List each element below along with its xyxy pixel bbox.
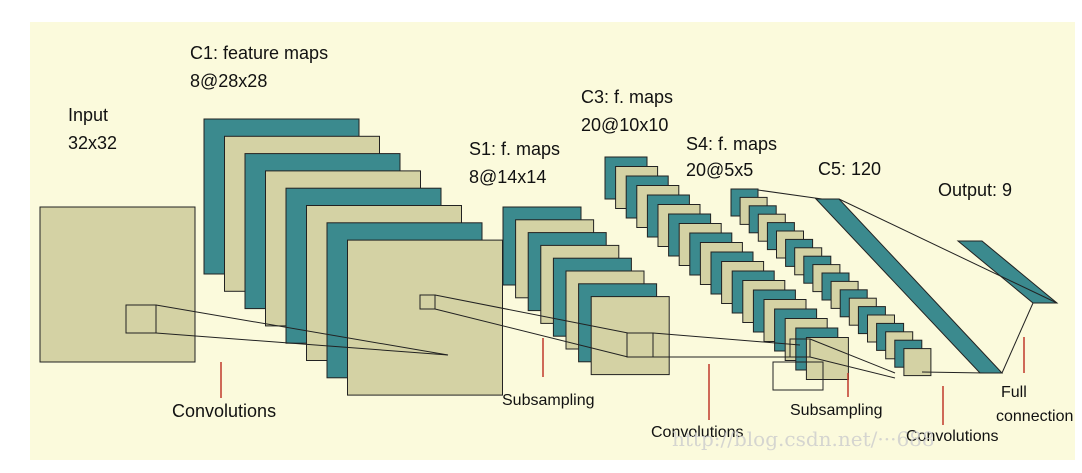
c3-title: C3: f. maps [581, 87, 673, 107]
c3-receptive-field [789, 338, 811, 358]
input-layer-stack [39, 206, 196, 363]
s1-map-8 [590, 296, 670, 376]
sub1-line-bottom [434, 308, 629, 358]
watermark-text: http://blog.csdn.net/···688 [672, 427, 935, 451]
conv2-line-top [652, 332, 801, 346]
s4-feature-maps-stack [730, 188, 932, 377]
c3-map-20 [805, 337, 849, 380]
op-subsampling-1: Subsampling [502, 392, 595, 409]
operation-markers [220, 337, 1025, 425]
s1-feature-maps-stack [502, 206, 670, 376]
c1-map-8 [347, 239, 503, 396]
input-receptive-field [125, 304, 157, 334]
op-convolutions-2: Convolutions [651, 424, 744, 441]
sub2-line-bottom [809, 356, 896, 379]
op-full-connection-line2: connection [996, 408, 1073, 425]
input-size: 32x32 [68, 133, 117, 153]
full-line-top [838, 198, 1058, 304]
c3-input-receptive-field [626, 332, 654, 358]
c3-feature-maps-stack [604, 156, 849, 380]
c1-size: 8@28x28 [190, 71, 267, 91]
op-full-connection-line1: Full [1001, 384, 1027, 401]
op-subsampling-2: Subsampling [790, 402, 883, 419]
full-line-bottom [1001, 302, 1034, 374]
conv3-line-top [757, 189, 823, 200]
c1-title: C1: feature maps [190, 43, 328, 63]
output-title: Output: 9 [938, 180, 1012, 200]
s4-size: 20@5x5 [686, 160, 753, 180]
conv1-line-bottom [155, 332, 449, 356]
conv1-line-top [155, 304, 449, 356]
input-title: Input [68, 105, 108, 125]
sub2-line-top [809, 338, 896, 374]
c1-receptive-field [419, 294, 436, 310]
c3-subsample-region [772, 361, 824, 391]
c5-title: C5: 120 [818, 159, 881, 179]
op-convolutions-3: Convolutions [906, 428, 999, 445]
input-map [39, 206, 196, 363]
op-convolutions-1: Convolutions [172, 401, 276, 421]
sub1-line-top [434, 294, 629, 334]
connection-lines [125, 189, 1058, 391]
c1-feature-maps-stack [203, 118, 503, 396]
s4-title: S4: f. maps [686, 134, 777, 154]
c3-size: 20@10x10 [581, 115, 668, 135]
conv3-line-bottom [921, 371, 986, 374]
s4-map-20 [903, 348, 932, 377]
s1-title: S1: f. maps [469, 139, 560, 159]
s1-size: 8@14x14 [469, 167, 546, 187]
